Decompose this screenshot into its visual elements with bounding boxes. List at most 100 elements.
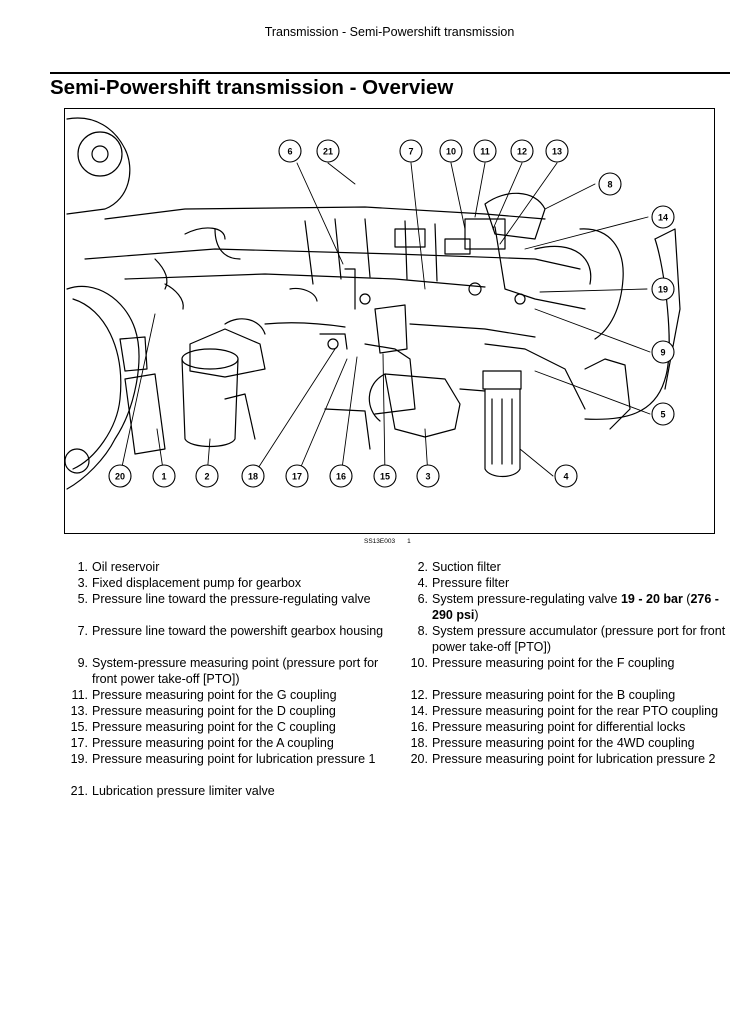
transmission-drawing: 6 21 7 10 11 12 13 8 14 19 9 5 4 3 15 16…: [65, 117, 681, 490]
legend-text: Pressure filter: [432, 576, 510, 590]
legend-item: 5. Pressure line toward the pressure-regu…: [60, 591, 400, 623]
callout-17: 17: [292, 472, 302, 482]
legend-number: 6.: [417, 592, 428, 606]
legend-text: System pressure accumulator (pressure po…: [432, 624, 726, 654]
callout-12: 12: [517, 147, 527, 157]
legend-text: Lubrication pressure limiter valve: [92, 784, 275, 798]
legend-text: System pressure-regulating valve 19 - 20…: [432, 591, 740, 623]
legend-number: 2.: [417, 560, 428, 574]
legend-text-bold: 19 - 20 bar: [620, 592, 683, 606]
legend-number: 19.: [70, 752, 88, 766]
figure-index: 1: [407, 538, 411, 545]
legend-item: 21. Lubrication pressure limiter valve: [60, 783, 400, 799]
legend-item: 4. Pressure filter: [400, 575, 740, 591]
callout-21: 21: [323, 147, 333, 157]
legend-text: Pressure measuring point for the C coupl…: [92, 720, 336, 734]
callout-19: 19: [658, 285, 668, 295]
suction-filter-drawing: [181, 318, 266, 448]
legend-number: 4.: [417, 576, 428, 590]
legend-item: 19.Pressure measuring point for lubricat…: [60, 751, 400, 767]
legend-number: 21.: [70, 784, 88, 798]
legend-text: Suction filter: [432, 560, 501, 574]
legend-number: 9.: [77, 656, 88, 670]
legend-number: 20.: [410, 752, 428, 766]
legend-row: 17. Pressure measuring point for the A co…: [60, 735, 740, 751]
callout-6: 6: [287, 147, 292, 157]
legend-item: 1. Oil reservoir: [60, 559, 400, 575]
legend-row: 9. System-pressure measuring point (press…: [60, 655, 740, 687]
legend-item: 17. Pressure measuring point for the A co…: [60, 735, 400, 751]
legend-row: 3. Fixed displacement pump for gearbox 4.…: [60, 575, 740, 591]
legend-item: 9. System-pressure measuring point (press…: [60, 655, 400, 687]
callout-circles: [108, 139, 675, 488]
legend-text-plain: (: [682, 592, 691, 606]
legend-number: 10.: [410, 656, 428, 670]
legend-text: Pressure measuring point for lubrication…: [432, 752, 716, 766]
legend-text: Pressure measuring point for the 4WD cou…: [432, 736, 695, 750]
legend-text: Pressure measuring point for the D coupl…: [92, 704, 336, 718]
legend-text: Pressure line toward the powershift gear…: [92, 624, 384, 638]
callout-4: 4: [563, 472, 568, 482]
legend-text: Fixed displacement pump for gearbox: [92, 576, 302, 590]
legend-item: 3. Fixed displacement pump for gearbox: [60, 575, 400, 591]
legend-text: Pressure measuring point for the B coupl…: [432, 688, 676, 702]
figure-code: SS13E003: [364, 538, 396, 545]
running-header: Transmission - Semi-Powershift transmiss…: [264, 25, 515, 39]
legend-item: 6. System pressure-regulating valve 19 - …: [400, 591, 740, 623]
callout-1: 1: [161, 472, 166, 482]
legend-row: 15. Pressure measuring point for the C co…: [60, 719, 740, 735]
callout-14: 14: [658, 213, 668, 223]
callout-11: 11: [480, 147, 490, 157]
legend-item: 18. Pressure measuring point for the 4WD …: [400, 735, 740, 751]
legend-number: 5.: [77, 592, 88, 606]
legend-text: Pressure measuring point for the rear PT…: [432, 704, 719, 718]
legend-item: 7.Pressure line toward the powershift ge…: [60, 623, 400, 655]
legend-row: 21. Lubrication pressure limiter valve: [60, 783, 740, 799]
callout-5: 5: [660, 410, 665, 420]
legend-text: Pressure line toward the pressure-regula…: [92, 592, 371, 606]
accumulator-drawing: [484, 192, 546, 240]
legend-text: Pressure measuring point for the G coupl…: [92, 688, 337, 702]
legend-number: 1.: [77, 560, 88, 574]
legend-number: 8.: [417, 624, 428, 638]
legend-item: 16. Pressure measuring point for differen…: [400, 719, 740, 735]
legend-text: Oil reservoir: [92, 560, 160, 574]
transmission-housing-drawing: [84, 206, 681, 450]
callout-7: 7: [408, 147, 413, 157]
legend-item: 10. Pressure measuring point for the F co…: [400, 655, 740, 687]
callout-18: 18: [248, 472, 258, 482]
header-rule: [50, 72, 730, 74]
left-housing-drawing: [65, 117, 166, 490]
legend-number: 13.: [70, 704, 88, 718]
callout-10: 10: [446, 147, 456, 157]
pressure-filter-drawing: [482, 370, 522, 478]
callout-9: 9: [660, 348, 665, 358]
legend-row: 5. Pressure line toward the pressure-regu…: [60, 591, 740, 623]
legend-row: 7.Pressure line toward the powershift ge…: [60, 623, 740, 655]
legend-item: 8. System pressure accumulator (pressure …: [400, 623, 740, 655]
legend-text-plain: System pressure-regulating valve: [432, 592, 618, 606]
legend-text: System-pressure measuring point (pressur…: [92, 656, 379, 686]
legend-text-bold: 276 - 290 psi: [432, 592, 719, 622]
legend-text: Pressure measuring point for the A coupl…: [92, 736, 334, 750]
callout-15: 15: [380, 472, 390, 482]
figure-caption: SS13E003 1: [364, 538, 423, 545]
legend-number: 16.: [410, 720, 428, 734]
page-title: Semi-Powershift transmission - Overview: [50, 76, 454, 99]
legend-item: 20. Pressure measuring point for lubricat…: [400, 751, 740, 767]
legend-row: 13. Pressure measuring point for the D co…: [60, 703, 740, 719]
legend-item: 15. Pressure measuring point for the C co…: [60, 719, 400, 735]
legend-text: Pressure measuring point for differentia…: [432, 720, 686, 734]
callout-16: 16: [336, 472, 346, 482]
callout-3: 3: [425, 472, 430, 482]
callout-8: 8: [607, 180, 612, 190]
legend-number: 17.: [70, 736, 88, 750]
legend-row: 1. Oil reservoir 2. Suction filter: [60, 559, 740, 575]
leader-lines: [119, 162, 651, 477]
legend-number: 15.: [70, 720, 88, 734]
legend-number: 18.: [410, 736, 428, 750]
legend-number: 3.: [77, 576, 88, 590]
legend-item: 13. Pressure measuring point for the D co…: [60, 703, 400, 719]
legend-item: 12.Pressure measuring point for the B co…: [400, 687, 740, 703]
legend-text: Pressure measuring point for the F coupl…: [432, 656, 675, 670]
